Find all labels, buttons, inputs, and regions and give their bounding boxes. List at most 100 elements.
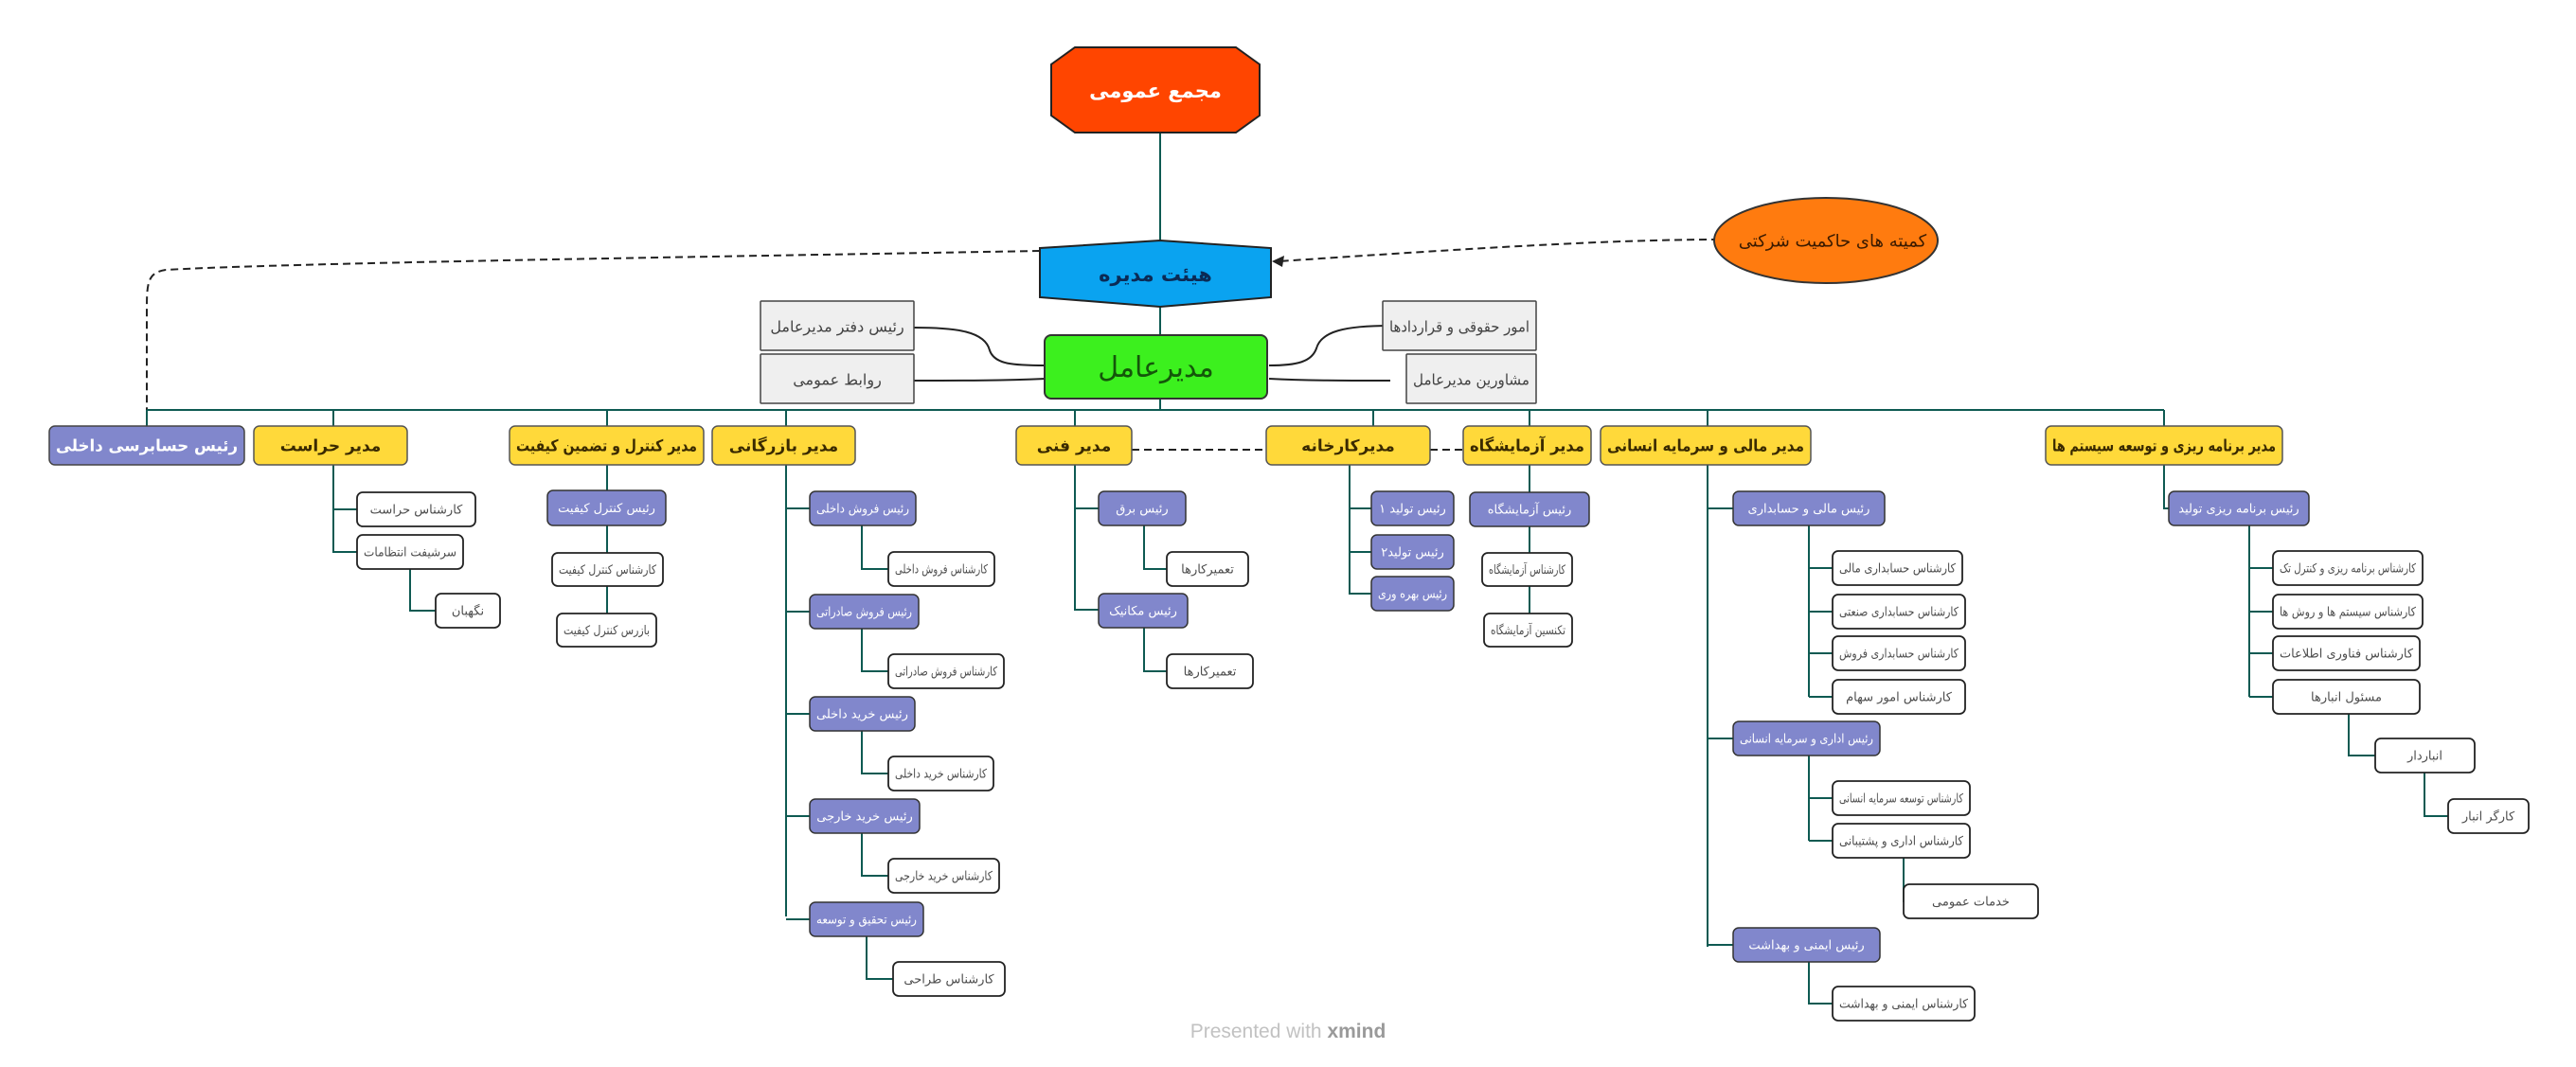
- commerce-expert-node-4-shape: [892, 961, 1006, 997]
- industrial-accounting-expert-node[interactable]: کارشناس حسابداری صنعتی: [1832, 594, 1966, 630]
- ceo-office-head-node[interactable]: رئیس دفتر مدیرعامل: [760, 300, 915, 351]
- public-relations-node[interactable]: روابط عمومی: [760, 353, 915, 404]
- ceo-advisors-node[interactable]: مشاورین مدیرعامل: [1405, 353, 1537, 404]
- lab-head-node-label: رئیس آزمایشگاه: [1488, 502, 1572, 518]
- it-expert-node[interactable]: کارشناس فناوری اطلاعات: [2272, 635, 2421, 671]
- lab-manager-node-shape: [1462, 425, 1592, 466]
- legal-affairs-node[interactable]: امور حقوقی و قراردادها: [1382, 300, 1537, 351]
- mechanical-head-node[interactable]: رئیس مکانیک: [1098, 593, 1189, 629]
- technical-item-link-1: [1143, 627, 1167, 672]
- commerce-expert-node-1[interactable]: کارشناس فروش صادراتی: [887, 653, 1005, 689]
- commerce-head-node-1[interactable]: رئیس فروش صادراتی: [809, 594, 920, 630]
- commerce-head-node-0[interactable]: رئیس فروش داخلی: [809, 490, 917, 526]
- production-head-1-node-shape: [1370, 490, 1455, 526]
- governance-committee-node[interactable]: کمیته های حاکمیت شرکتی: [1713, 197, 1939, 284]
- ceo-node[interactable]: مدیرعامل: [1044, 334, 1268, 400]
- quality-manager-node[interactable]: مدیر کنترل و تضمین کیفیت: [509, 425, 705, 466]
- shares-expert-node-shape: [1832, 679, 1966, 715]
- technical-item-link-0: [1143, 525, 1167, 570]
- mechanical-repairmen-node[interactable]: تعمیرکارها: [1166, 653, 1254, 689]
- lab-head-node[interactable]: رئیس آزمایشگاه: [1469, 491, 1590, 527]
- financial-accounting-expert-node[interactable]: کارشناس حسابداری مالی: [1832, 550, 1963, 586]
- planning-manager-node[interactable]: مدیر برنامه ریزی و توسعه سیستم ها: [2045, 425, 2283, 466]
- general-assembly-node[interactable]: مجمع عمومی: [1050, 46, 1261, 133]
- warehouse-keeper-node[interactable]: انباردار: [2374, 738, 2476, 774]
- warehouse-worker-node[interactable]: کارگر انبار: [2447, 798, 2530, 834]
- warehouses-supervisor-node[interactable]: مسئول انبارها: [2272, 679, 2421, 715]
- hse-item-link: [1808, 962, 1833, 1005]
- systems-methods-expert-node[interactable]: کارشناس سیستم ها و روش ها: [2272, 594, 2424, 630]
- finance-hr-manager-node[interactable]: مدیر مالی و سرمایه انسانی: [1600, 425, 1812, 466]
- warehouse-keeper-node-label: انباردار: [2406, 750, 2442, 764]
- commerce-expert-node-3[interactable]: کارشناس خرید خارجی: [887, 858, 1000, 894]
- productivity-head-node[interactable]: رئیس بهره وری: [1370, 576, 1455, 612]
- commerce-head-node-3[interactable]: رئیس خرید خارجی: [809, 798, 921, 834]
- lab-expert-node[interactable]: کارشناس آزمایشگاه: [1481, 552, 1573, 587]
- it-expert-node-shape: [2272, 635, 2421, 671]
- security-shift-head-node-shape: [356, 534, 464, 570]
- technical-manager-node-shape: [1015, 425, 1133, 466]
- quality-inspector-node[interactable]: بازرس کنترل کیفیت: [556, 613, 657, 648]
- security-manager-node-shape: [253, 425, 408, 466]
- admin-support-expert-node[interactable]: کارشناس اداری و پشتیبانی: [1832, 823, 1971, 859]
- technical-manager-node[interactable]: مدیر فنی: [1015, 425, 1133, 466]
- commerce-expert-node-2[interactable]: کارشناس خرید داخلی: [887, 756, 994, 791]
- lab-technician-node-label: تکنسین آزمایشگاه: [1491, 622, 1565, 638]
- commerce-expert-node-0-shape: [887, 551, 995, 587]
- ceo-office-head-node-shape: [760, 300, 915, 351]
- general-services-node[interactable]: خدمات عمومی: [1903, 883, 2039, 919]
- planning-control-expert-node-label: کارشناس برنامه ریزی و کنترل تک: [2280, 562, 2417, 577]
- commerce-manager-node-shape: [711, 425, 856, 466]
- security-expert-node[interactable]: کارشناس حراست: [356, 491, 476, 527]
- security-manager-node[interactable]: مدیر حراست: [253, 425, 408, 466]
- public-relations-node-shape: [760, 353, 915, 404]
- shares-expert-node[interactable]: کارشناس امور سهام: [1832, 679, 1966, 715]
- financial-accounting-expert-node-shape: [1832, 550, 1963, 586]
- production-head-1-node[interactable]: رئیس تولید ۱: [1370, 490, 1455, 526]
- production-planning-head-node[interactable]: رئیس برنامه ریزی تولید: [2168, 490, 2310, 526]
- security-branch-2: [332, 463, 357, 553]
- electrical-repairmen-node[interactable]: تعمیرکارها: [1166, 551, 1249, 587]
- factory-manager-node[interactable]: مدیرکارخانه: [1265, 425, 1431, 466]
- production-head-2-node[interactable]: رئیس تولید۲: [1370, 534, 1455, 570]
- commerce-head-node-4[interactable]: رئیس تحقیق و توسعه: [809, 901, 924, 937]
- board-of-directors-node[interactable]: هیئت مدیره: [1039, 239, 1272, 309]
- board-of-directors-node-shape: [1039, 239, 1272, 309]
- lab-manager-node[interactable]: مدیر آزمایشگاه: [1462, 425, 1592, 466]
- technical-manager-node-label: مدیر فنی: [1037, 437, 1112, 456]
- finance-head-node[interactable]: رئیس مالی و حسابداری: [1732, 490, 1886, 526]
- quality-control-head-node[interactable]: رئیس کنترل کیفیت: [546, 489, 667, 526]
- committee-to-board-dash: [1278, 239, 1720, 262]
- security-shift-head-node[interactable]: سرشیفت انتظامات: [356, 534, 464, 570]
- internal-audit-head-node[interactable]: رئیس حسابرسی داخلی: [48, 425, 245, 466]
- guard-node[interactable]: نگهبان: [435, 593, 501, 629]
- admin-hr-head-node[interactable]: رئیس اداری و سرمایه انسانی: [1732, 720, 1881, 756]
- warehouse-link: [2348, 714, 2375, 756]
- lab-technician-node[interactable]: تکنسین آزمایشگاه: [1483, 613, 1573, 648]
- commerce-expert-node-0[interactable]: کارشناس فروش داخلی: [887, 551, 995, 587]
- advisors-link: [1268, 378, 1391, 382]
- office-head-link: [913, 327, 1046, 366]
- electrical-head-node[interactable]: رئیس برق: [1098, 490, 1187, 526]
- hse-expert-node[interactable]: کارشناس ایمنی و بهداشت: [1832, 986, 1976, 1022]
- commerce-head-node-3-shape: [809, 798, 921, 834]
- sales-accounting-expert-node[interactable]: کارشناس حسابداری فروش: [1832, 635, 1966, 671]
- planning-control-expert-node[interactable]: کارشناس برنامه ریزی و کنترل تک: [2272, 550, 2424, 586]
- security-manager-node-label: مدیر حراست: [280, 437, 382, 456]
- warehouse-worker-node-shape: [2447, 798, 2530, 834]
- systems-methods-expert-node-shape: [2272, 594, 2424, 630]
- commerce-head-node-2[interactable]: رئیس خرید داخلی: [809, 696, 916, 732]
- committee-arrow-head: [1272, 256, 1284, 267]
- commerce-expert-node-4[interactable]: کارشناس طراحی: [892, 961, 1006, 997]
- planning-manager-node-shape: [2045, 425, 2283, 466]
- footer-prefix: Presented with: [1190, 1021, 1322, 1042]
- commerce-manager-node-label: مدیر بازرگانی: [729, 436, 838, 456]
- quality-inspector-node-shape: [556, 613, 657, 648]
- hse-head-node[interactable]: رئیس ایمنی و بهداشت: [1732, 927, 1881, 963]
- commerce-manager-node[interactable]: مدیر بازرگانی: [711, 425, 856, 466]
- admin-hr-head-node-label: رئیس اداری و سرمایه انسانی: [1740, 733, 1873, 747]
- quality-control-expert-node[interactable]: کارشناس کنترل کیفیت: [551, 552, 664, 587]
- warehouse-keeper-node-shape: [2374, 738, 2476, 774]
- warehouses-supervisor-node-shape: [2272, 679, 2421, 715]
- hr-development-expert-node[interactable]: کارشناس توسعه سرمایه انسانی: [1832, 780, 1971, 816]
